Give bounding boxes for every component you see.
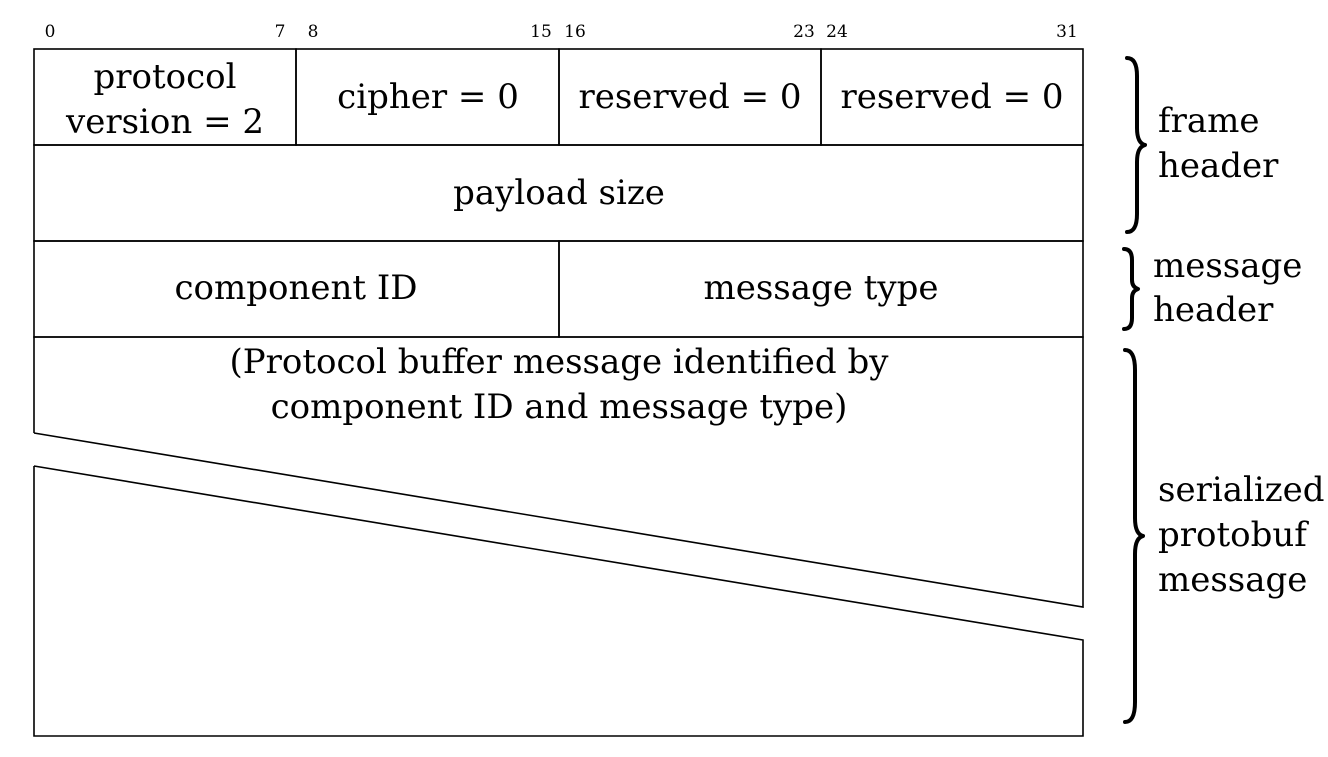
frame-header-brace	[1125, 56, 1147, 234]
bit-label-8: 8	[308, 22, 319, 42]
frame-header-row-1: protocol version = 2 cipher = 0 reserved…	[33, 48, 1084, 146]
reserved-label-1: reserved = 0	[578, 77, 801, 117]
message-header-brace	[1122, 247, 1140, 331]
serialized-message-label-line-2: protobuf	[1158, 515, 1309, 555]
message-type-label: message type	[704, 268, 939, 308]
bit-label-16: 16	[564, 22, 586, 42]
bit-label-31: 31	[1056, 22, 1078, 42]
frame-header-label-line-1: frame	[1158, 101, 1259, 141]
reserved-label-2: reserved = 0	[840, 77, 1063, 117]
protobuf-message-upper-part	[33, 336, 1084, 608]
frame-header-row-2: payload size	[33, 144, 1084, 242]
bit-label-7: 7	[275, 22, 286, 42]
message-header-label-line-1: message	[1153, 246, 1302, 286]
protocol-version-label-line-1: protocol	[93, 57, 236, 97]
protocol-version-label-line-2: version = 2	[65, 102, 264, 142]
bit-label-15: 15	[530, 22, 552, 42]
payload-size-label: payload size	[453, 173, 665, 213]
bit-label-0: 0	[45, 22, 56, 42]
serialized-message-label-line-1: serialized	[1158, 470, 1325, 510]
serialized-message-brace	[1123, 348, 1145, 724]
message-header-label-line-2: header	[1153, 290, 1274, 330]
serialized-message-label-line-3: message	[1158, 560, 1307, 600]
component-id-label: component ID	[174, 268, 417, 308]
bit-label-24: 24	[826, 22, 848, 42]
protobuf-message-label-line-2: component ID and message type)	[271, 387, 848, 427]
message-header-row: component ID message type	[33, 240, 1084, 338]
protobuf-message-lower-part	[33, 465, 1084, 737]
protobuf-message-label-line-1: (Protocol buffer message identified by	[230, 342, 890, 382]
bit-label-23: 23	[793, 22, 815, 42]
protobuf-message-block: (Protocol buffer message identified by c…	[33, 336, 1084, 737]
cipher-label: cipher = 0	[337, 77, 519, 117]
frame-header-label-line-2: header	[1158, 146, 1279, 186]
